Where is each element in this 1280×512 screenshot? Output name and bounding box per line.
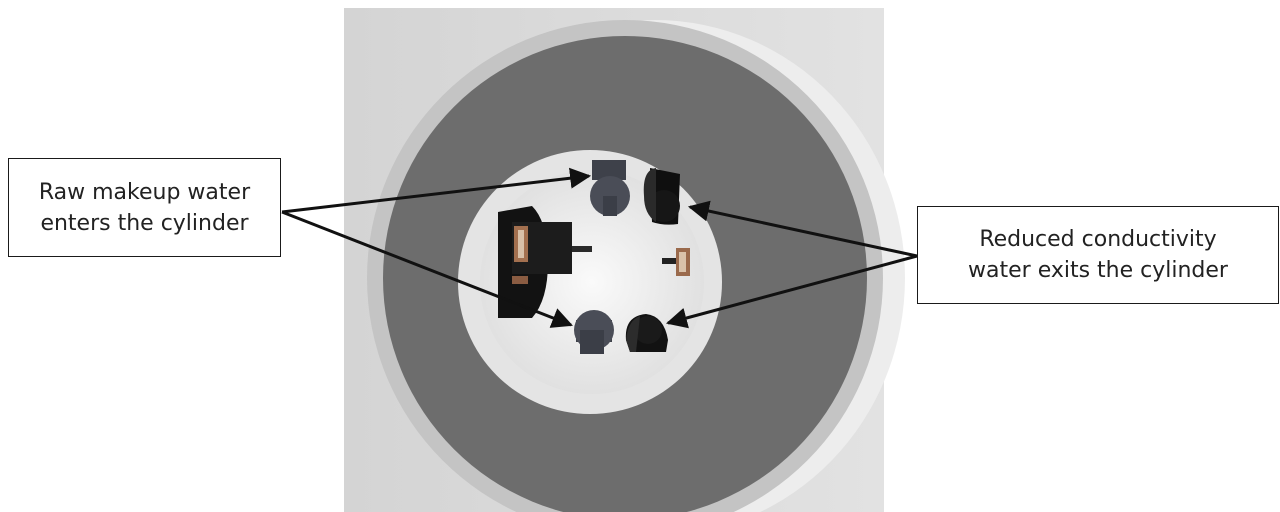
inlet-callout-line1: Raw makeup water [39,177,250,208]
inlet-callout-line2: enters the cylinder [39,208,250,239]
outlet-callout-line2: water exits the cylinder [968,255,1228,286]
outlet-callout: Reduced conductivity water exits the cyl… [917,206,1279,304]
outlet-callout-line1: Reduced conductivity [968,224,1228,255]
inlet-fitting-top [590,160,630,216]
inlet-callout: Raw makeup water enters the cylinder [8,158,281,257]
